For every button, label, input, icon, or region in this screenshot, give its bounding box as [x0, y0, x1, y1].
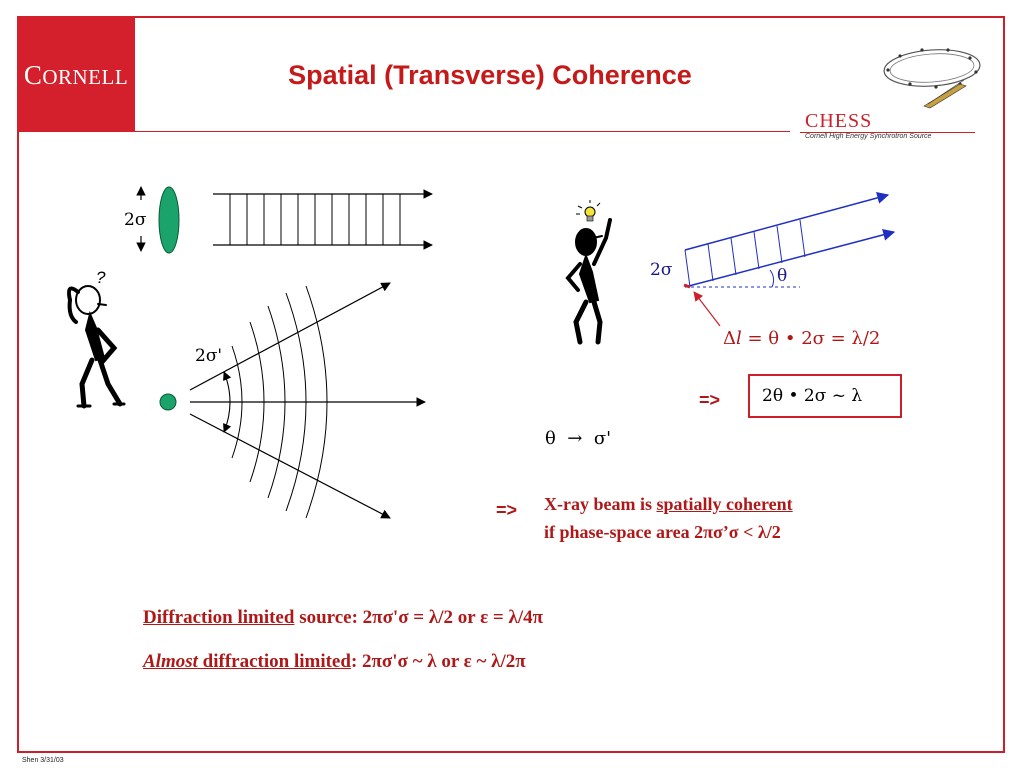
conclusion-line-1: X-ray beam is spatially coherent [544, 494, 793, 514]
confused-figure-icon [67, 285, 126, 409]
parallel-wavefronts [229, 194, 401, 245]
lightbulb-icon [576, 200, 601, 222]
point-source [159, 393, 177, 411]
slide-frame [17, 16, 1005, 753]
divergence-label: 2σ' [195, 346, 223, 366]
coherence-condition-box: 2θ • 2σ ~ λ [748, 374, 902, 418]
spherical-wavefronts [231, 285, 328, 519]
almost-limited-line: Almost diffraction limited: 2πσ'σ ~ λ or… [143, 651, 526, 672]
implies-arrow-2: => [496, 500, 518, 520]
diffraction-limited-line: Diffraction limited source: 2πσ'σ = λ/2 … [143, 607, 544, 628]
right-beam-label: 2σ [650, 260, 673, 280]
chess-name: CHESS [805, 110, 873, 132]
footer-credit: Shen 3/31/03 [22, 757, 64, 764]
title-divider [135, 131, 790, 132]
path-difference-equation: Δl = θ • 2σ = λ/2 [723, 328, 881, 349]
cornell-logo: CORNELL [17, 16, 135, 132]
slide-title: Spatial (Transverse) Coherence [288, 60, 692, 90]
tilted-wavefronts [684, 219, 806, 288]
angle-label: θ [777, 266, 788, 286]
theta-to-sigma: θ → σ' [545, 428, 612, 449]
source-ellipse [158, 186, 180, 254]
beam-size-label: 2σ [124, 210, 147, 230]
implies-arrow-1: => [699, 390, 721, 410]
path-difference-pointer [693, 291, 721, 327]
idea-figure-icon [565, 218, 612, 345]
path-difference-mark [683, 283, 691, 289]
chess-divider [800, 132, 975, 133]
coherence-condition: 2θ • 2σ ~ λ [762, 386, 863, 406]
cornell-logo-text: CORNELL [23, 60, 129, 90]
question-mark: ? [96, 268, 106, 287]
conclusion-line-2: if phase-space area 2πσ’σ < λ/2 [544, 522, 781, 542]
chess-subtitle: Cornell High Energy Synchrotron Source [805, 133, 932, 140]
